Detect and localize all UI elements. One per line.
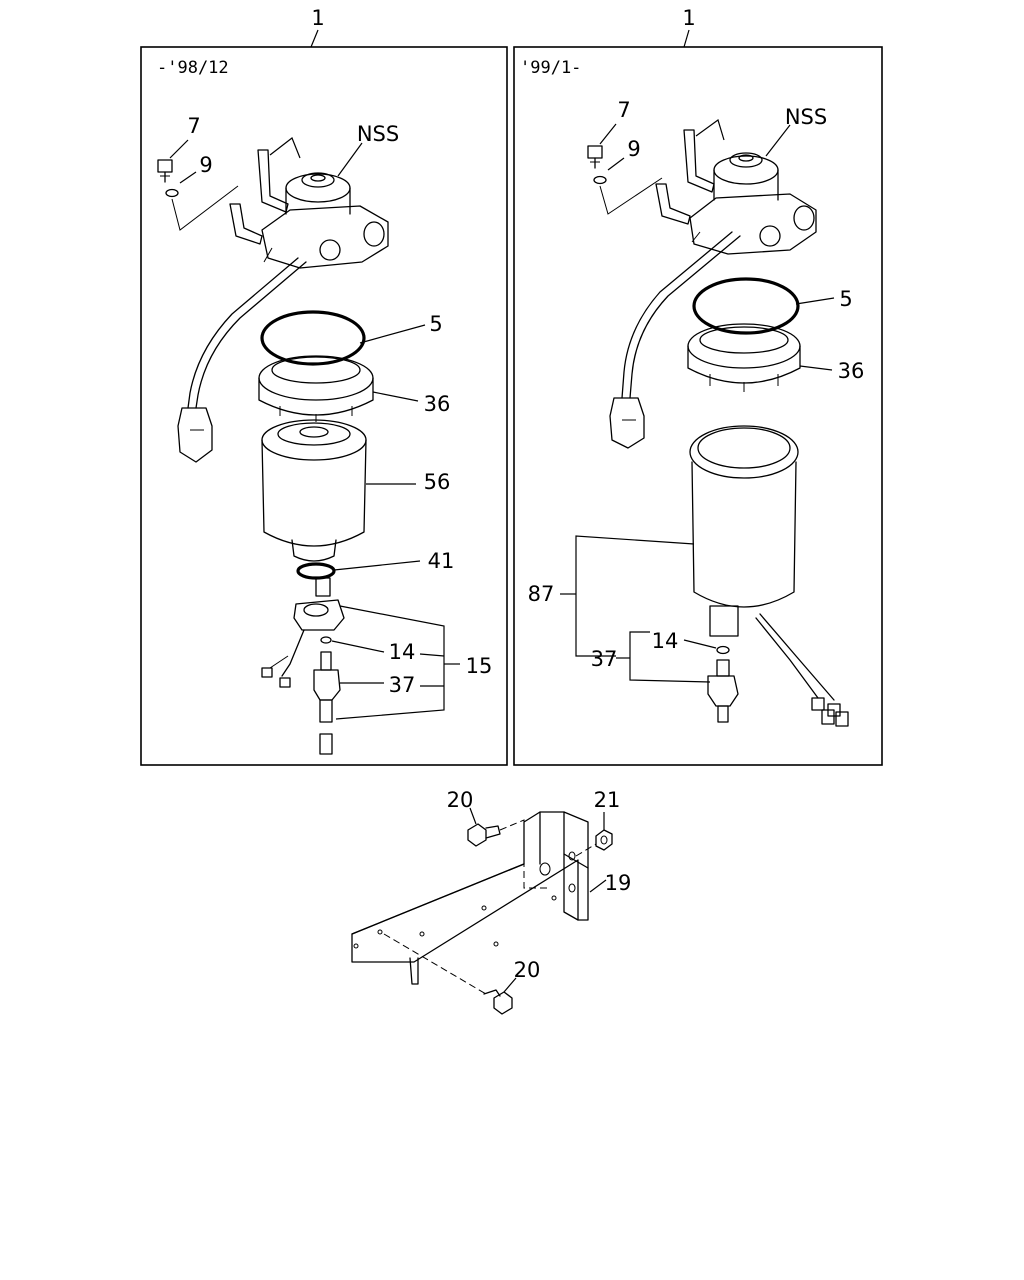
mounting-bracket-assembly: 19 20 21 20	[351, 788, 632, 1015]
right-assembly-number: 1	[682, 6, 695, 30]
right-label-37: 37	[591, 647, 618, 671]
left-label-56: 56	[424, 470, 451, 494]
right-panel: 1 '99/1- 7 9 NSS	[513, 6, 883, 766]
left-label-5: 5	[429, 312, 442, 336]
right-label-36: 36	[838, 359, 865, 383]
left-panel-caption: -'98/12	[157, 58, 229, 78]
left-label-15: 15	[466, 654, 493, 678]
right-small-seal-14	[716, 645, 730, 655]
left-label-14: 14	[389, 640, 416, 664]
bracket-bolt-20-bottom	[483, 989, 513, 1015]
left-label-41: 41	[428, 549, 455, 573]
right-filter-head	[655, 129, 817, 255]
right-drain-plug-37	[707, 659, 739, 723]
right-retainer-36	[687, 323, 801, 392]
right-label-5: 5	[839, 287, 852, 311]
right-o-ring-5	[692, 277, 800, 335]
left-label-9: 9	[199, 153, 212, 177]
left-panel-frame	[140, 46, 508, 766]
left-label-nss: NSS	[357, 122, 399, 146]
left-drain-plug-37	[313, 651, 341, 755]
bracket-bolt-20-top	[467, 823, 501, 847]
right-label-14: 14	[652, 629, 679, 653]
left-label-36: 36	[424, 392, 451, 416]
bracket-label-21: 21	[594, 788, 621, 812]
bracket-nut-21	[595, 829, 613, 851]
left-water-sensor	[261, 577, 345, 688]
right-label-9: 9	[627, 137, 640, 161]
left-seal-41	[296, 562, 336, 580]
right-label-7: 7	[617, 98, 630, 122]
left-small-seal-14	[320, 636, 332, 644]
left-filter-head	[229, 149, 389, 269]
bracket-19	[351, 811, 589, 985]
right-label-87: 87	[528, 582, 555, 606]
left-panel: 1 -'98/12 7 9 NSS	[140, 6, 508, 766]
left-label-37: 37	[389, 673, 416, 697]
left-wire-harness	[177, 257, 307, 463]
left-filter-element-56	[261, 419, 367, 562]
left-o-ring-5	[260, 310, 366, 366]
left-label-7: 7	[187, 114, 200, 138]
left-retainer-36	[258, 355, 374, 422]
left-washer-9	[165, 188, 179, 198]
right-label-nss: NSS	[785, 105, 827, 129]
bracket-label-20-top: 20	[447, 788, 474, 812]
right-wire-harness	[609, 231, 741, 449]
right-bolt-7	[587, 145, 603, 169]
right-washer-9	[593, 175, 607, 185]
bracket-label-19: 19	[605, 871, 632, 895]
right-panel-frame	[513, 46, 883, 766]
right-bowl-87	[689, 425, 849, 727]
bracket-label-20-bottom: 20	[514, 958, 541, 982]
right-panel-caption: '99/1-	[520, 58, 581, 78]
left-assembly-number: 1	[311, 6, 324, 30]
left-bolt-7	[157, 159, 173, 183]
